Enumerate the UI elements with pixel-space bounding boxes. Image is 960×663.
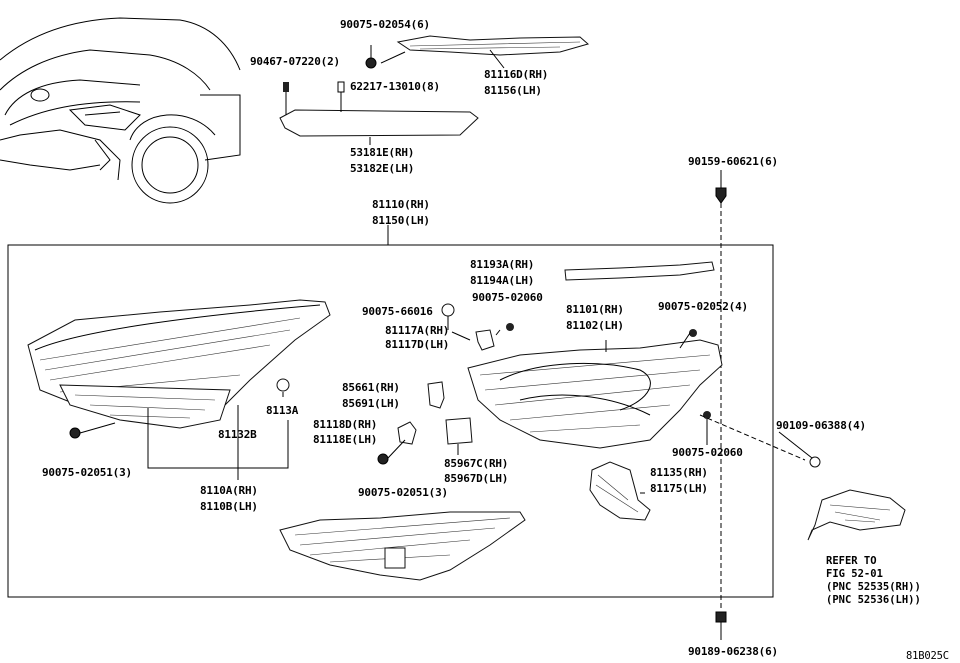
headlamp-lens-left	[27, 299, 331, 429]
bracket-ref-fig-52-01	[807, 456, 906, 541]
trim-strip-81193a	[564, 261, 715, 281]
label-81193a: 81193A(RH)	[470, 258, 535, 271]
label-81102: 81102(LH)	[566, 319, 624, 332]
label-8113a: 8113A	[266, 404, 299, 417]
cover-53181e	[279, 109, 479, 137]
screw-90075-02054-icon	[365, 45, 377, 69]
screw-90075-02051-left-icon	[69, 422, 116, 439]
label-81194a: 81194A(LH)	[470, 274, 535, 287]
label-85967c: 85967C(RH)	[444, 457, 509, 470]
label-81175: 81175(LH)	[650, 482, 708, 495]
label-90075-02054: 90075-02054(6)	[340, 18, 430, 31]
bolt-90075-66016-icon	[441, 303, 455, 330]
refer-pnc-lh-line: (PNC 52536(LH))	[826, 594, 921, 606]
label-81118e: 81118E(LH)	[313, 433, 378, 446]
label-90075-66016: 90075-66016	[362, 305, 433, 318]
label-81118d: 81118D(RH)	[313, 418, 378, 431]
label-81116d: 81116D(RH)	[484, 68, 549, 81]
leader-8110a	[147, 405, 289, 480]
label-8110a: 8110A(RH)	[200, 484, 258, 497]
screw-90075-02060-icon	[495, 323, 514, 336]
label-53181e: 53181E(RH)	[350, 146, 415, 159]
refer-pnc-rh-line: (PNC 52535(RH))	[826, 581, 921, 593]
diagram-id: 81B025C	[906, 650, 949, 662]
refer-fig-line: FIG 52-01	[826, 568, 883, 580]
label-90159-60621: 90159-60621(6)	[688, 155, 778, 168]
label-90075-02051-mid: 90075-02051(3)	[358, 486, 448, 499]
label-90109-06388: 90109-06388(4)	[776, 419, 866, 432]
screw-90075-02060b-icon	[703, 411, 711, 445]
label-81117d: 81117D(LH)	[385, 338, 450, 351]
bracket-81117a	[475, 329, 495, 351]
label-81156: 81156(LH)	[484, 84, 542, 97]
vehicle-front-illustration	[0, 17, 241, 204]
label-90189-06238: 90189-06238(6)	[688, 645, 778, 658]
label-85691: 85691(LH)	[342, 397, 400, 410]
label-81132b: 81132B	[218, 428, 257, 441]
label-62217-13010: 62217-13010(8)	[350, 80, 440, 93]
label-85967d: 85967D(LH)	[444, 472, 509, 485]
label-90075-02051-left: 90075-02051(3)	[42, 466, 132, 479]
clip-62217-icon	[337, 81, 345, 112]
label-85661: 85661(RH)	[342, 381, 400, 394]
label-53182e: 53182E(LH)	[350, 162, 415, 175]
bolt-90189-icon	[715, 611, 727, 640]
label-81117a: 81117A(RH)	[385, 324, 450, 337]
cover-81135	[589, 461, 651, 521]
bracket-81118d	[387, 421, 417, 459]
label-90075-02060b: 90075-02060	[672, 446, 743, 459]
label-81150: 81150(LH)	[372, 214, 430, 227]
label-8110b: 8110B(LH)	[200, 500, 258, 513]
clip-85661	[427, 381, 445, 409]
assembly-frame	[7, 244, 774, 598]
module-85967c	[445, 417, 473, 455]
screw-90075-02051-mid-icon	[377, 453, 389, 465]
label-90467-07220: 90467-07220(2)	[250, 55, 340, 68]
label-81135: 81135(RH)	[650, 466, 708, 479]
label-90075-02060: 90075-02060	[472, 291, 543, 304]
label-81101: 81101(RH)	[566, 303, 624, 316]
grommet-8113a-icon	[276, 378, 290, 392]
label-90075-02052: 90075-02052(4)	[658, 300, 748, 313]
screw-90467-icon	[283, 82, 289, 115]
bracket-81116d	[396, 35, 590, 56]
headlamp-housing-right	[467, 339, 723, 449]
screw-90075-02052-icon	[689, 329, 697, 337]
label-81110: 81110(RH)	[372, 198, 430, 211]
headlamp-lower-lens	[279, 511, 526, 581]
bolt-90159-icon	[715, 170, 727, 204]
refer-to-line: REFER TO	[826, 555, 877, 567]
